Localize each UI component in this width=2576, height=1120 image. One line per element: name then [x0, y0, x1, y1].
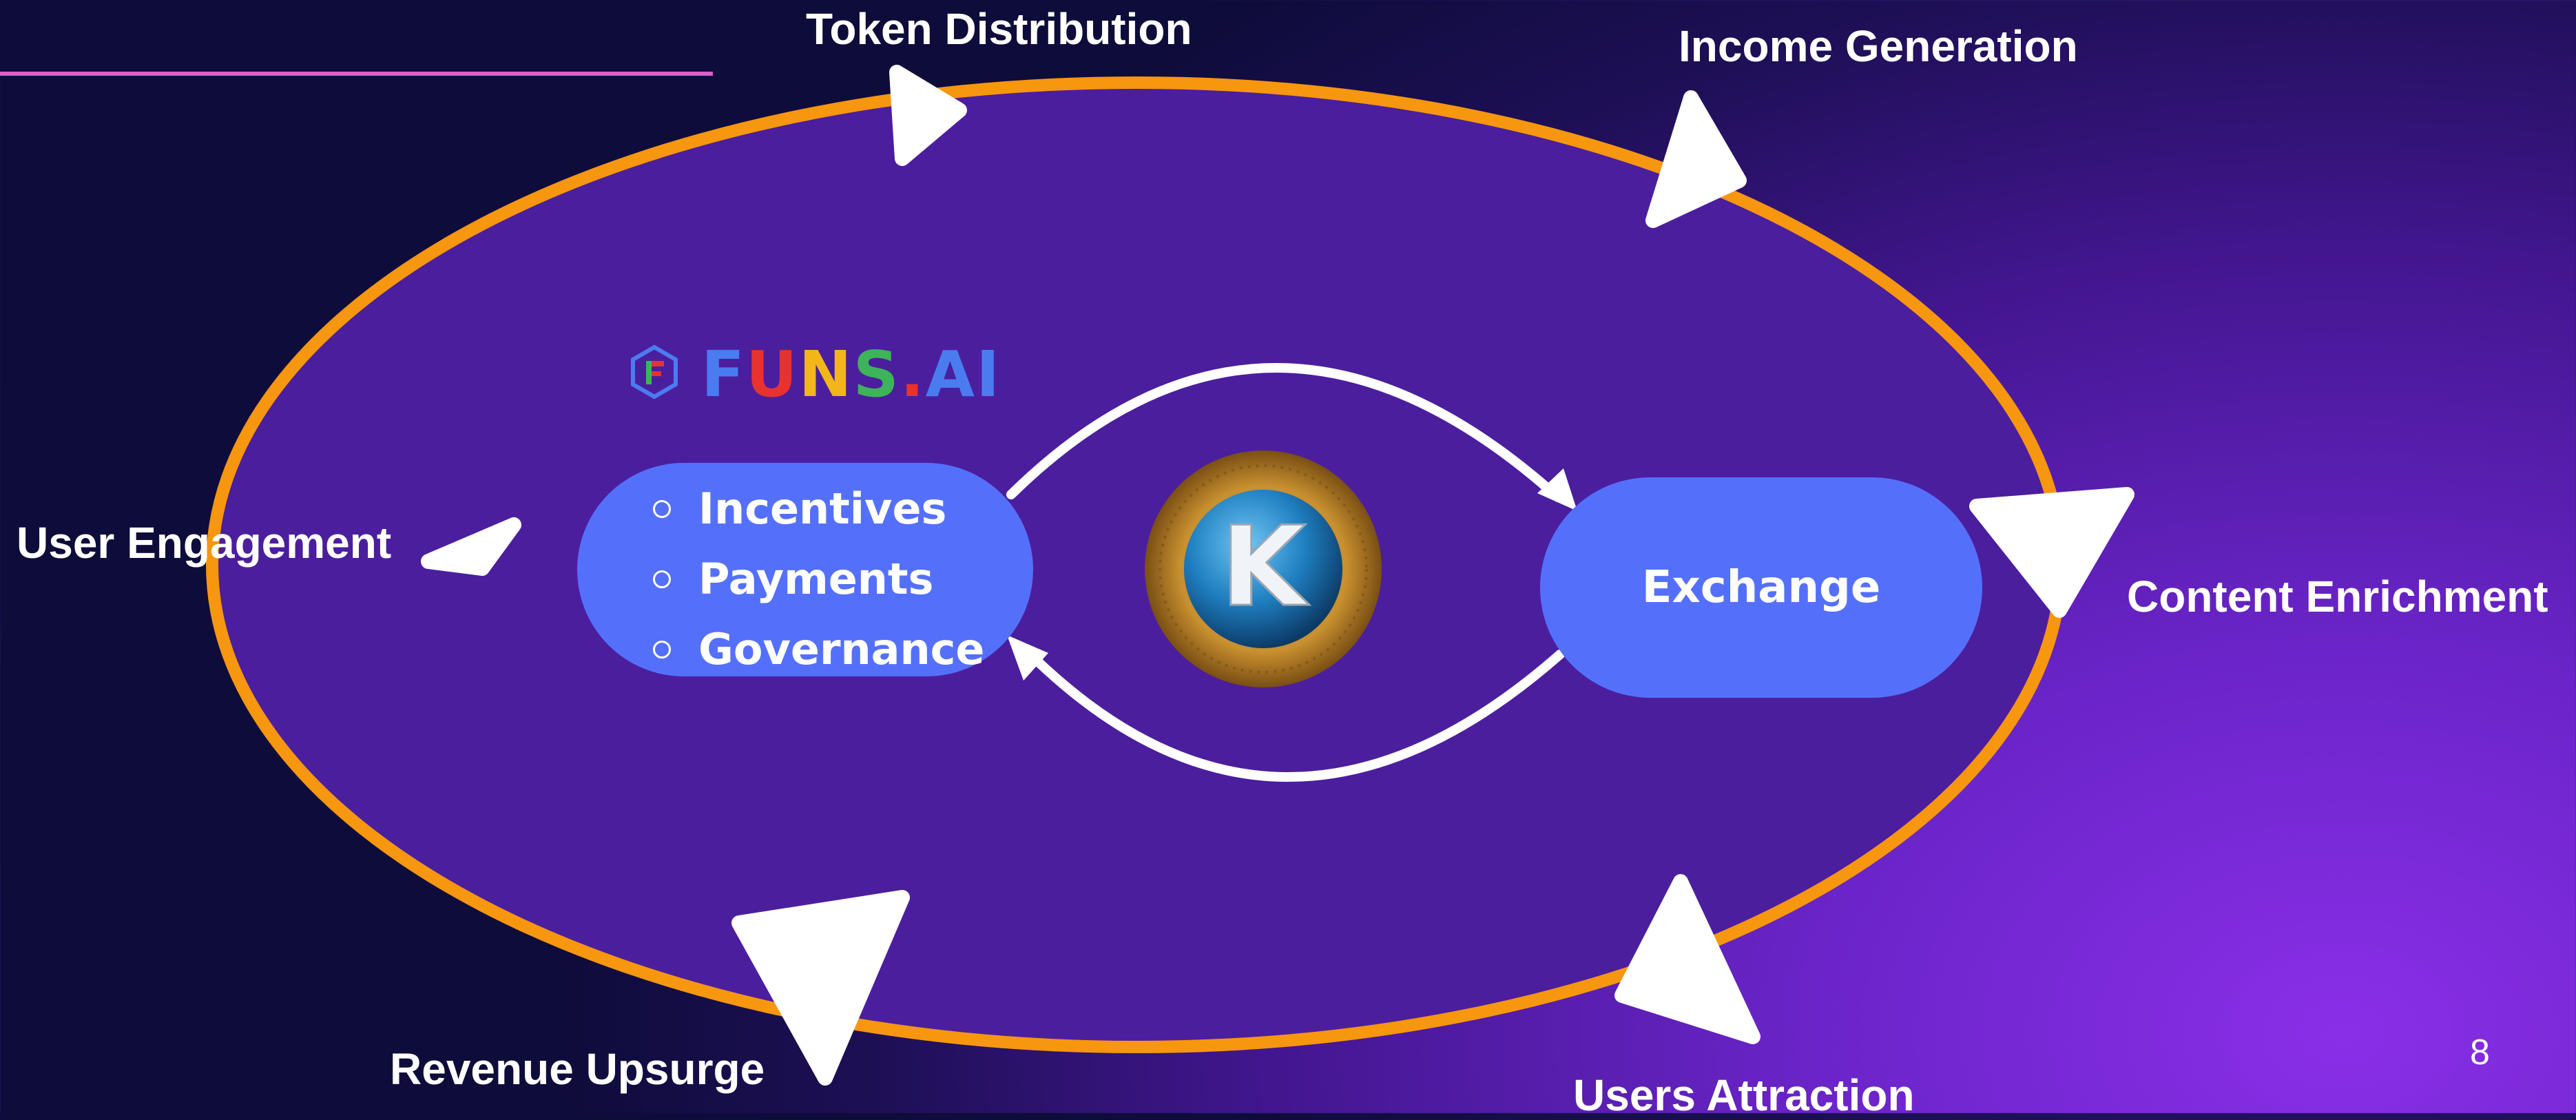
- funs-logo-icon: [631, 344, 678, 400]
- arrowhead-icon: [1007, 468, 1577, 681]
- brand-letter: S: [853, 338, 900, 411]
- cycle-arrow-icon: [1614, 874, 1760, 1044]
- exchange-flow-arrows: [1006, 363, 1565, 782]
- brand-letter: U: [745, 338, 799, 411]
- label-content-enrichment: Content Enrichment: [2127, 572, 2548, 621]
- brand-letter: N: [798, 338, 853, 411]
- cycle-arrow-icon: [731, 890, 910, 1086]
- brand-name: FUNS.AI: [701, 343, 1001, 406]
- brand-letter: .: [900, 338, 926, 411]
- label-users-attraction: Users Attraction: [1573, 1070, 1915, 1120]
- bullet-icon: [653, 570, 671, 588]
- label-revenue-upsurge: Revenue Upsurge: [390, 1044, 765, 1094]
- list-item-label: Payments: [698, 554, 934, 604]
- cycle-arrow-icon: [889, 65, 967, 166]
- accent-line: [0, 72, 713, 76]
- coin-letter: K: [1221, 502, 1309, 631]
- cycle-arrow-icon: [421, 517, 521, 576]
- label-income-generation: Income Generation: [1679, 21, 2078, 71]
- label-user-engagement: User Engagement: [17, 518, 392, 568]
- page-number: 8: [2470, 1033, 2490, 1072]
- k-coin-icon: K: [1145, 450, 1382, 687]
- list-item: Payments: [653, 544, 984, 614]
- bullet-icon: [653, 500, 671, 518]
- cycle-arrow-icon: [1969, 487, 2134, 618]
- label-token-distribution: Token Distribution: [806, 4, 1192, 54]
- bullet-icon: [653, 641, 671, 658]
- brand-letter: F: [701, 338, 746, 411]
- token-utility-pill: [577, 463, 1033, 676]
- brand-letter: I: [976, 338, 1001, 411]
- list-item-label: Governance: [698, 624, 985, 674]
- cycle-arrow-icon: [1645, 90, 1747, 228]
- exchange-label: Exchange: [1641, 562, 1881, 613]
- token-utility-list: Incentives Payments Governance: [653, 474, 984, 685]
- list-item: Governance: [653, 614, 984, 685]
- brand-wordmark: FUNS.AI: [701, 343, 1001, 406]
- brand-letter: A: [925, 338, 976, 411]
- list-item: Incentives: [653, 474, 984, 544]
- list-item-label: Incentives: [698, 484, 947, 534]
- exchange-pill: Exchange: [1540, 477, 1982, 698]
